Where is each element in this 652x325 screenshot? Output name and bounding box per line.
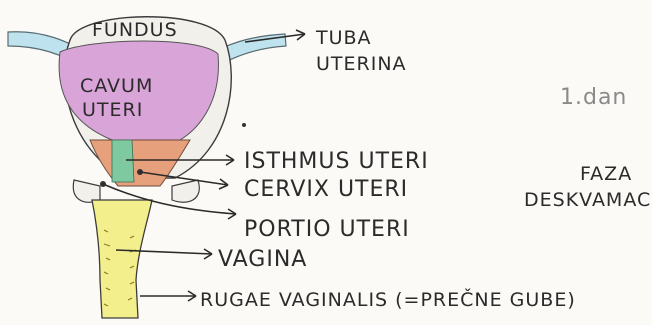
isthmus-region [112,140,134,182]
label-vagina: VAGINA [218,247,307,272]
cervix-region [90,140,190,186]
label-cavum-line2: UTERI [82,99,143,121]
label-rugae: RUGAE VAGINALIS (=PREČNE GUBE) [200,287,576,311]
label-isthmus: ISTHMUS UTERI [244,149,429,174]
label-cavum-line1: CAVUM [80,75,153,97]
label-tuba-line1: TUBA [315,27,372,49]
label-portio: PORTIO UTERI [244,217,410,242]
note-faza: FAZA [580,163,632,185]
label-cervix: CERVIX UTERI [244,177,408,202]
stray-dot [242,123,246,127]
vagina-canal [92,200,152,318]
label-fundus: FUNDUS [92,19,178,41]
label-tuba-line2: UTERINA [316,53,407,75]
note-deskvamac: DESKVAMAC [524,189,651,211]
note-day: 1.dan [560,85,627,110]
